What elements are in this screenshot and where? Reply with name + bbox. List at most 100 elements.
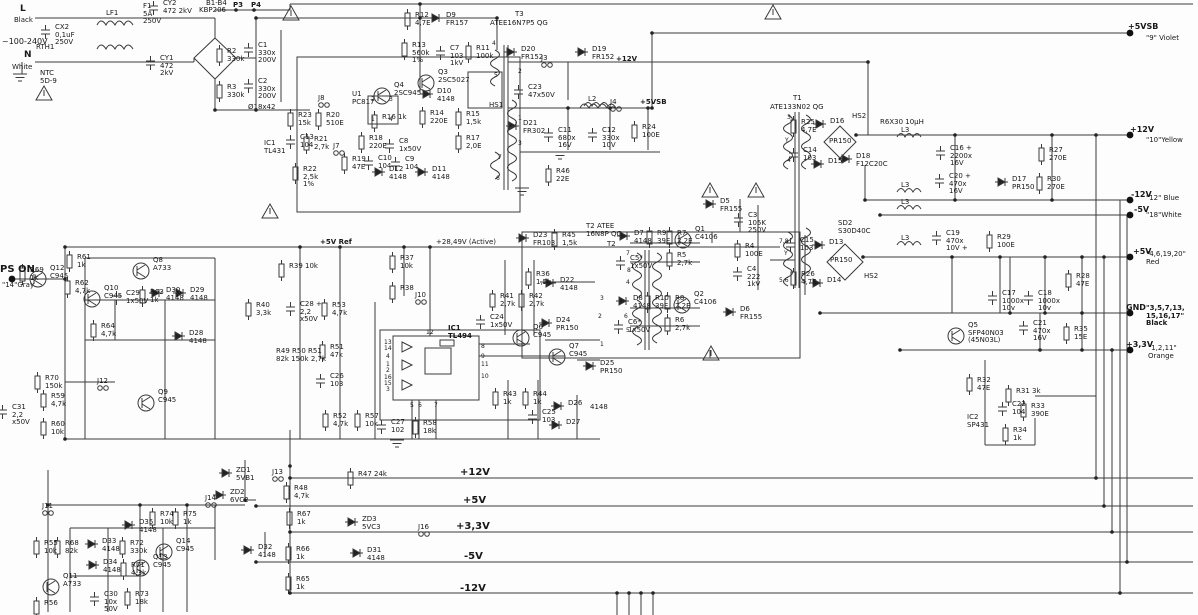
label-q6: Q6 C945	[533, 323, 552, 339]
label-r68: R68 82k	[65, 539, 79, 555]
label-r45: R45 1,5k	[562, 231, 578, 247]
label-r4724k: R47 24k	[358, 470, 387, 478]
label-3: 3	[787, 114, 791, 121]
label-+5vsb: +5VSB	[640, 98, 667, 106]
label-4: 4	[626, 279, 630, 286]
label-c23: C23 47x50V	[528, 83, 555, 99]
label-r59: R59 4,7k	[51, 392, 67, 408]
label-j10: J10	[415, 291, 426, 299]
label-r25: R25 4,7E	[801, 118, 817, 134]
warning-triangle-icon	[35, 84, 53, 101]
label-r64: R64 4,7k	[101, 322, 117, 338]
label-r69: R69 1k	[30, 266, 44, 282]
label-c4: C4 222 1kV	[747, 265, 761, 288]
label-r8: R8 2,2E	[675, 294, 691, 310]
label-c16+: C16 + 2200x 16V	[950, 144, 972, 167]
label-4: 4	[389, 116, 393, 123]
label-p4: P4	[251, 1, 262, 9]
label-c21: C21 470x 16V	[1033, 319, 1051, 342]
label-10yellow: "10"Yellow	[1146, 136, 1183, 144]
label-q10: Q10 C945	[104, 284, 123, 300]
terminal-dot	[1126, 196, 1134, 204]
label-r43: R43 1k	[503, 390, 517, 406]
label-2: 2	[371, 96, 375, 103]
label-r18: R18 220E	[369, 134, 387, 150]
label-r3910k: R39 10k	[289, 262, 318, 270]
earth-ground-icon	[515, 187, 529, 196]
label--12v: -12V	[1131, 190, 1152, 199]
label-r61: R61 1k	[77, 253, 91, 269]
label-d29: D29 4148	[190, 286, 208, 302]
label-hs2: HS2	[852, 112, 867, 120]
label-18x42: Ø18x42	[248, 103, 276, 111]
label-6: 6	[418, 402, 422, 409]
label-r57: R57 10k	[365, 412, 379, 428]
label-14: 14	[384, 345, 392, 352]
label-hs2: HS2	[864, 272, 879, 280]
label-6: 6	[496, 175, 500, 182]
label-d10: D10 4148	[437, 87, 455, 103]
label-c24: C24 1x50V	[490, 313, 513, 329]
label-d34: D34 4148	[103, 558, 121, 574]
label-ic1: IC1 TL494	[448, 324, 472, 340]
label-r44: R44 1k	[533, 390, 547, 406]
label-r36: R36 1,5k	[536, 270, 552, 286]
label-d8: D8 4148	[633, 294, 651, 310]
label-r58: R58 18k	[423, 419, 437, 435]
label-d23: D23 FR103	[533, 231, 556, 247]
label-1211: "1,2,11" Orange	[1148, 344, 1177, 360]
label-r15: R15 1,5k	[466, 110, 482, 126]
label-atee16n7p5qg: ATEE16N7P5 QG	[490, 19, 548, 27]
label--12v: -12V	[460, 583, 486, 594]
label-c22: C22 104	[1012, 400, 1026, 416]
label-cy2: CY2 472 2kV	[163, 0, 192, 15]
label-q3: Q3 2SC5027	[438, 68, 470, 84]
label-r29: R29 100E	[997, 233, 1015, 249]
label-r33: R33 390E	[1031, 402, 1049, 418]
label-r19: R19 47E	[352, 155, 366, 171]
label-12blue: "12" Blue	[1146, 194, 1180, 202]
label-7: 7	[626, 250, 630, 257]
label-d15: D15	[828, 157, 843, 165]
label-j4: J4	[610, 98, 617, 106]
label-c13: C13 104	[300, 133, 314, 149]
label-d27: D27	[566, 418, 581, 426]
label-sd2: SD2 S30D40C	[838, 219, 871, 235]
label-ntc: NTC 5D-9	[40, 69, 57, 85]
label-t2: T2	[607, 240, 616, 248]
label-14gray: "14"Gray	[2, 281, 35, 289]
label-ic2: IC2 SP431	[967, 413, 990, 429]
label-d33: D33 4148	[102, 537, 120, 553]
label-q4: Q4 2SC945	[394, 81, 422, 97]
label-j16: J16	[418, 523, 429, 531]
label-t2atee: T2 ATEE 16N8P QG	[586, 222, 622, 238]
label-d17: D17 PR150	[1012, 175, 1035, 191]
label-1: 1	[518, 115, 522, 122]
label-j3: J3	[541, 54, 548, 62]
label-15: 15	[384, 380, 392, 387]
label-5: 5	[494, 72, 498, 79]
label-r56: R56	[44, 599, 58, 607]
label-7: 7	[434, 402, 438, 409]
label-c28+: C28 + 2,2 x50V	[300, 300, 322, 323]
label-+12v: +12V	[460, 467, 491, 478]
component-symbols	[0, 1, 1134, 615]
label-d26: D26	[568, 399, 583, 407]
label-c3: C3 105K 250V	[748, 211, 767, 234]
label-c5: C5* 1x50V	[630, 254, 653, 270]
label-c27: C27 102	[391, 418, 405, 434]
label-9violet: "9" Violet	[1146, 34, 1179, 42]
label-7: 7	[498, 154, 502, 161]
label-c26: C26 103	[330, 372, 344, 388]
label-r67: R67 1k	[297, 510, 311, 526]
label-q8: Q8 A733	[153, 256, 172, 272]
terminal-dot	[1126, 131, 1134, 139]
label-d28: D28 4148	[189, 329, 207, 345]
label-d32: D32 4148	[258, 543, 276, 559]
label-cx2: CX2 0,1uF 250V	[55, 23, 75, 46]
label-y: Y	[784, 250, 788, 257]
label-hs1: HS1	[489, 101, 504, 109]
label-r24: R24 100E	[642, 123, 660, 139]
label-c14: C14 103	[803, 146, 817, 162]
label-r34: R34 1k	[1013, 426, 1027, 442]
